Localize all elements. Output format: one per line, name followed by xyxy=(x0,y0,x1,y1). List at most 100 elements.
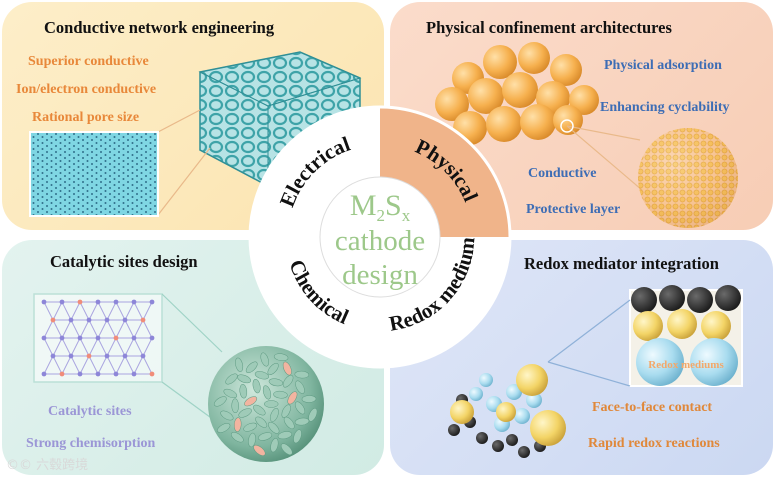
lattice-atom xyxy=(41,371,47,377)
catalyst-flake xyxy=(273,390,288,399)
catalyst-flakes xyxy=(213,352,318,456)
lattice-atom xyxy=(122,317,128,323)
lattice-atom xyxy=(122,353,128,359)
callout-line xyxy=(157,147,211,216)
center-line-design: design xyxy=(342,259,418,291)
callout-line xyxy=(157,109,201,133)
lattice-atom xyxy=(131,335,137,341)
catalyst-flake xyxy=(243,422,258,432)
watermark: ©© 六毂跨境 xyxy=(6,458,89,473)
carbon-particle xyxy=(476,432,488,444)
lattice-bond xyxy=(70,337,81,357)
lattice-bond xyxy=(88,301,99,321)
carbon-particle xyxy=(518,446,530,458)
catalyst-flake xyxy=(268,378,284,387)
sulfide-particle xyxy=(450,400,474,424)
zoom-marker xyxy=(560,119,574,133)
redox-inset-spheres xyxy=(631,285,741,386)
catalyst-flake xyxy=(239,383,248,399)
inset-label: Redox mediums xyxy=(648,359,724,371)
lattice-bond xyxy=(88,319,99,339)
lattice-bond xyxy=(142,337,153,357)
lattice-atom xyxy=(113,335,119,341)
center-formula: M2Sx xyxy=(350,189,411,225)
ring-inner xyxy=(319,176,441,298)
lattice-atom xyxy=(95,371,101,377)
lattice-bond xyxy=(124,337,135,357)
feature-text: Superior conductive xyxy=(28,54,149,69)
catalytic-lattice xyxy=(41,299,155,377)
lattice-bond xyxy=(97,355,108,375)
lattice-atom xyxy=(149,299,155,305)
lattice-bond xyxy=(106,301,117,321)
lattice-atom xyxy=(113,371,119,377)
lattice-bond xyxy=(70,301,81,321)
lattice-atom xyxy=(131,371,137,377)
lattice-bond xyxy=(43,337,54,357)
lattice-bond xyxy=(106,337,117,357)
center-ring: Electrical Physical Chemical Redox mediu… xyxy=(248,105,512,369)
catalyst-flake xyxy=(248,432,256,448)
catalyst-flake xyxy=(217,423,231,433)
catalyst-flake xyxy=(230,432,244,443)
feature-text: Protective layer xyxy=(526,202,621,217)
catalyst-flake xyxy=(233,417,242,432)
catalyst-flake xyxy=(301,395,317,403)
catalyst-flake xyxy=(260,352,269,367)
lattice-atom xyxy=(41,299,47,305)
lattice-bond xyxy=(52,355,63,375)
lattice-atom xyxy=(59,335,65,341)
catalyst-flake xyxy=(281,404,291,418)
catalyst-flake xyxy=(283,416,295,430)
lattice-bond xyxy=(124,319,135,339)
catalyst-flake xyxy=(213,396,227,407)
lattice-bond xyxy=(106,355,117,375)
catalyst-flake xyxy=(244,396,258,407)
inset-blue-sphere xyxy=(690,338,738,386)
lattice-bond xyxy=(79,355,90,375)
catalyst-flake xyxy=(225,373,238,385)
lattice-atom xyxy=(140,353,146,359)
catalyst-flake xyxy=(308,407,318,422)
catalyst-flake xyxy=(267,362,279,376)
inset-black-sphere xyxy=(687,287,713,313)
catalyst-flake xyxy=(235,357,244,372)
lattice-bond xyxy=(61,337,72,357)
ring-border xyxy=(248,105,512,369)
catalyst-flake xyxy=(277,431,293,440)
catalyst-flake xyxy=(262,385,272,400)
catalyst-flake xyxy=(253,444,266,456)
lattice-atom xyxy=(50,317,56,323)
lattice-bond xyxy=(61,319,72,339)
lattice-atom xyxy=(104,353,110,359)
catalyst-flake xyxy=(254,371,269,380)
lattice-bond xyxy=(124,355,135,375)
mediator-particle xyxy=(526,392,542,408)
feature-text: Catalytic sites xyxy=(48,404,132,419)
lattice-atom xyxy=(149,371,155,377)
lattice-atom xyxy=(68,353,74,359)
host-sphere xyxy=(569,85,599,115)
coated-sphere-shade xyxy=(638,128,738,228)
lattice-bond xyxy=(133,355,144,375)
lattice-bond xyxy=(133,337,144,357)
quadrant-title: Redox mediator integration xyxy=(524,254,719,273)
inset-yellow-sphere xyxy=(633,311,663,341)
catalyst-flake xyxy=(231,398,239,414)
ring-highlight-physical xyxy=(380,107,510,237)
host-sphere xyxy=(502,72,538,108)
catalyst-flake xyxy=(295,380,305,394)
host-sphere xyxy=(468,78,504,114)
pore-zoom-inset xyxy=(29,131,159,217)
host-sphere xyxy=(483,45,517,79)
lattice-atom xyxy=(131,299,137,305)
callout-line xyxy=(161,381,215,421)
sulfide-particle xyxy=(530,410,566,446)
catalyst-flake xyxy=(268,421,280,434)
inset-blue-sphere xyxy=(636,338,684,386)
lattice-bond xyxy=(115,355,126,375)
lattice-bond xyxy=(79,337,90,357)
lattice-bond xyxy=(124,301,135,321)
callout-line xyxy=(566,125,643,191)
